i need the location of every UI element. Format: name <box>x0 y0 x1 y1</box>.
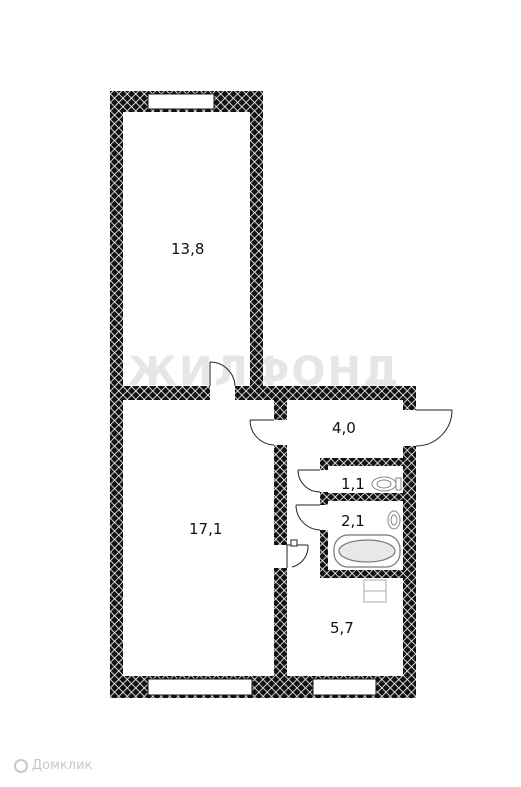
windows <box>147 93 377 696</box>
room-area-4-0: 4,0 <box>332 419 356 437</box>
door-5-7 <box>274 539 309 568</box>
bathtub-icon <box>333 534 401 568</box>
stove-icon <box>363 579 387 603</box>
sink-icon <box>387 510 401 530</box>
room-area-5-7: 5,7 <box>330 619 354 637</box>
entrance-door <box>403 409 453 447</box>
walls <box>110 91 416 698</box>
window <box>147 93 215 110</box>
window <box>147 678 253 696</box>
source-text: Домклик <box>32 758 93 773</box>
room-labels: 13,8 17,1 4,0 1,1 2,1 5,7 <box>171 240 365 637</box>
doors <box>209 361 453 568</box>
room-area-13-8: 13,8 <box>171 240 204 258</box>
domclick-logo-icon <box>14 758 28 773</box>
door-13-8 <box>209 361 236 400</box>
door-1-1 <box>297 469 328 493</box>
door-17-1 <box>249 419 287 446</box>
room-area-17-1: 17,1 <box>189 520 222 538</box>
toilet-icon <box>371 476 402 492</box>
room-area-2-1: 2,1 <box>341 512 365 530</box>
window <box>312 678 377 696</box>
door-2-1 <box>295 504 328 531</box>
fixtures <box>333 476 402 603</box>
room-area-1-1: 1,1 <box>341 475 365 493</box>
source-watermark: Домклик <box>14 758 92 773</box>
